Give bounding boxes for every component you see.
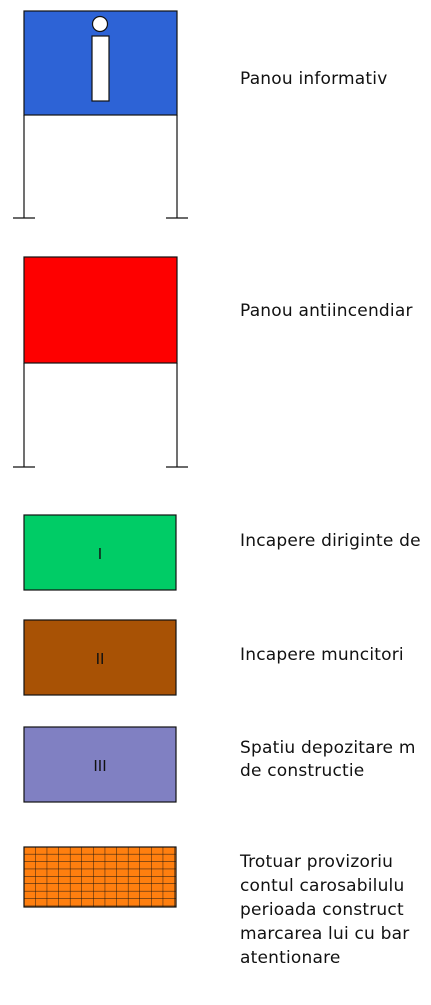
- room-i-label: Incapere diriginte de: [240, 531, 421, 551]
- room-box-i-text: I: [98, 545, 102, 563]
- sidewalk-label-line-2: contul carosabilulu: [240, 876, 405, 896]
- room-box-ii-text: II: [96, 650, 105, 668]
- sidewalk-label-line-4: marcarea lui cu bar: [240, 924, 410, 944]
- fire-panel-label: Panou antiincendiar: [240, 301, 413, 321]
- room-box-i: I: [23, 514, 177, 591]
- storage-label-line-1: Spatiu depozitare m: [240, 738, 416, 758]
- fire-panel-symbol: [13, 256, 188, 468]
- room-box-iii-text: III: [93, 757, 106, 775]
- sidewalk-label-line-5: atentionare: [240, 948, 341, 968]
- info-icon: [91, 15, 110, 102]
- info-panel-symbol: [13, 10, 188, 219]
- storage-label-line-2: de constructie: [240, 761, 365, 781]
- sidewalk-grid-hatch: [23, 846, 177, 908]
- room-ii-label: Incapere muncitori: [240, 645, 404, 665]
- sidewalk-label-line-3: perioada construct: [240, 900, 404, 920]
- fire-panel-board: [23, 256, 178, 364]
- room-box-ii: II: [23, 619, 177, 696]
- info-panel-label: Panou informativ: [240, 69, 388, 89]
- sidewalk-label-line-1: Trotuar provizoriu: [240, 852, 394, 872]
- room-box-iii: III: [23, 726, 177, 803]
